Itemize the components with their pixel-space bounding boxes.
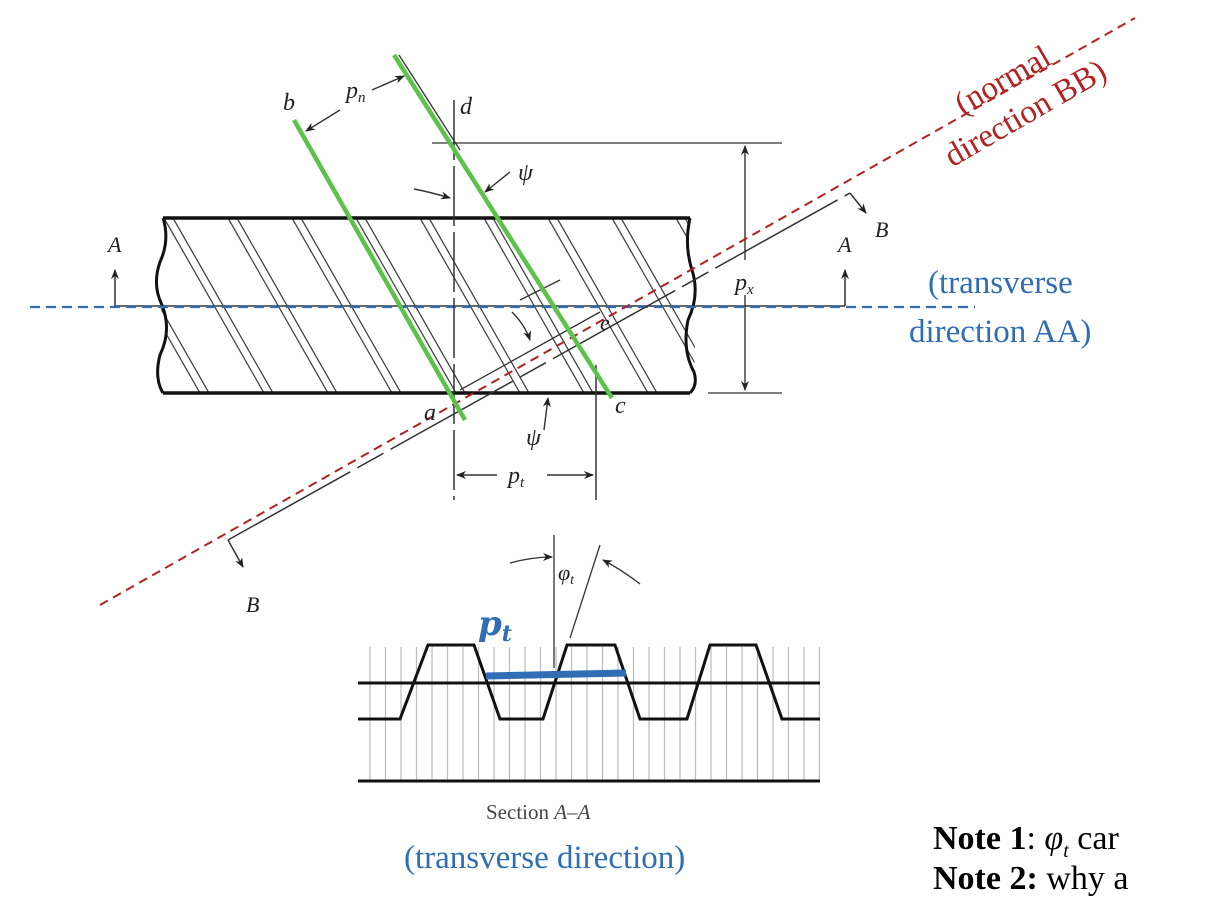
phi-tooth-line (569, 544, 601, 639)
tooth-profile (358, 643, 820, 721)
psi-arrow-bottom (542, 397, 551, 431)
rack-left-break (155, 217, 168, 394)
phi-arrow-left (509, 553, 553, 564)
phi-arrow-right (602, 559, 641, 585)
psi-arrow-left (413, 188, 451, 200)
normal-direction-annotation: (normal direction BB) (938, 39, 1112, 175)
note-1: Note 1: φt car (933, 820, 1119, 862)
section-subtitle: (transverse direction) (404, 840, 686, 876)
psi-arrow-e (511, 311, 531, 341)
arrow-icon (227, 539, 244, 568)
helix-thread-line (155, 218, 201, 393)
rack-right-break (684, 217, 697, 395)
psi-arrow-right (484, 171, 511, 193)
transverse-label-line2: direction AA) (909, 314, 1091, 350)
green-helix-line-b (292, 118, 467, 422)
label-a: a (424, 400, 436, 426)
note-2: Note 2: why a (933, 860, 1129, 897)
label-phi-t: φt (558, 560, 575, 588)
label-A-left: A (106, 232, 122, 257)
section-AA-profile: φt pt (358, 535, 820, 783)
label-c: c (615, 393, 626, 419)
transverse-label-line1: (transverse (928, 265, 1073, 301)
green-helix-line-d (392, 53, 614, 400)
pt-highlight-bar (485, 669, 627, 680)
section-line-BB (227, 192, 867, 568)
helix-line-d (398, 54, 461, 151)
pn-arrow-right (371, 75, 405, 91)
label-e: e (600, 310, 610, 335)
label-pt-highlight: pt (478, 604, 512, 647)
label-pn: pn (344, 78, 366, 106)
label-b: b (283, 90, 295, 116)
label-px: px (733, 270, 754, 298)
section-caption: Section A–A (486, 800, 591, 824)
label-pt: pt (506, 463, 525, 491)
label-d: d (460, 94, 473, 120)
arrow-icon (849, 192, 867, 214)
label-B-top: B (875, 217, 888, 242)
label-B-bottom: B (246, 592, 259, 617)
label-psi-top: ψ (518, 160, 534, 186)
section-hatching (369, 647, 820, 781)
normal-direction-line (99, 17, 1136, 606)
label-A-right: A (836, 232, 852, 257)
px-dimension (432, 142, 782, 394)
label-psi-bottom: ψ (526, 425, 542, 451)
pn-arrow-left (305, 109, 341, 132)
